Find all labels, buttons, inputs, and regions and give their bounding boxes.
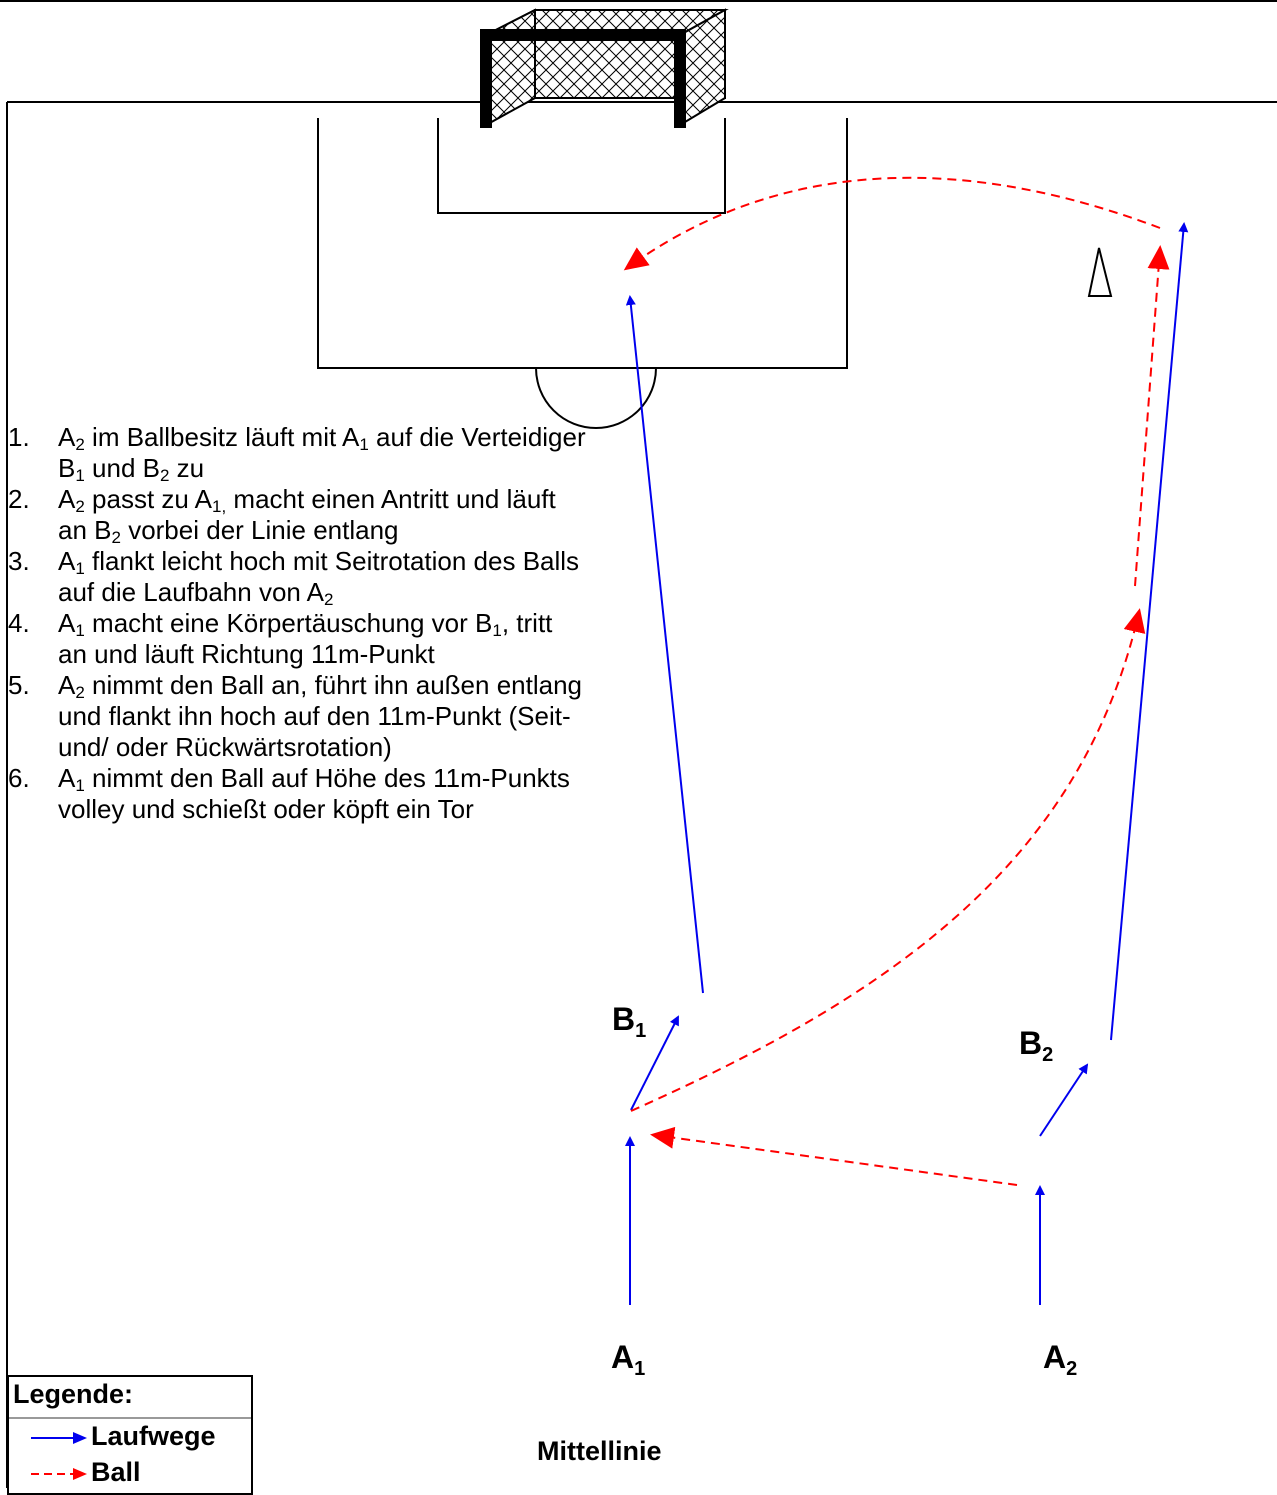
instruction-number: 5. <box>8 670 30 700</box>
legend-run-label: Laufwege <box>91 1421 216 1451</box>
subscript: 2 <box>324 590 334 609</box>
legend-title: Legende: <box>9 1377 251 1419</box>
instruction-text: im Ballbesitz läuft mit A <box>84 422 360 452</box>
cross-a1-to-a2 <box>630 608 1146 1112</box>
subscript: 1 <box>492 621 502 640</box>
instruction-item: 6. A1 nimmt den Ball auf Höhe des 11m-Pun… <box>8 763 588 825</box>
instruction-item: 5. A2 nimmt den Ball an, führt ihn außen … <box>8 670 588 763</box>
legend-box: Legende: Laufwege Ball <box>7 1375 253 1495</box>
player-label-b1: B1 <box>612 1001 647 1042</box>
red-dashed-arrow-icon <box>31 1468 87 1480</box>
run-a1-to-penalty-spot <box>625 295 704 994</box>
goal-icon <box>480 8 729 128</box>
instruction-number: 3. <box>8 546 30 576</box>
instruction-text: nimmt den Ball auf Höhe des 11m-Punkts v… <box>58 763 570 824</box>
instruction-number: 6. <box>8 763 30 793</box>
instruction-text: A <box>58 484 76 514</box>
instruction-text: nimmt den Ball an, führt ihn außen entla… <box>58 670 582 762</box>
instruction-text: , tritt an und läuft Richtung 11m-Punkt <box>58 608 553 669</box>
cross-a2-to-spot <box>623 176 1161 271</box>
run-a2-burst <box>1039 1063 1089 1137</box>
ball-paths <box>623 176 1170 1186</box>
penalty-arc <box>535 367 657 429</box>
run-a2-wing <box>1110 222 1189 1041</box>
instruction-number: 4. <box>8 608 30 638</box>
penalty-area <box>317 118 848 369</box>
run-paths <box>625 222 1189 1305</box>
ball-a2-wing <box>1134 245 1170 587</box>
run-a1-feint <box>630 1015 679 1111</box>
subscript: 1 <box>75 776 85 795</box>
instruction-text: flankt leicht hoch mit Seitrotation des … <box>58 546 580 607</box>
player-label-a1: A1 <box>611 1339 646 1380</box>
player-label-b2: B2 <box>1019 1025 1054 1066</box>
subscript: 2 <box>111 528 121 547</box>
subscript: 2 <box>75 683 85 702</box>
instruction-item: 4.A1 macht eine Körpertäuschung vor B1, … <box>8 608 588 670</box>
instruction-number: 1. <box>8 422 30 452</box>
instruction-item: 2.A2 passt zu A1, macht einen Antritt un… <box>8 484 588 546</box>
subscript: 1, <box>212 497 227 516</box>
subscript: 1 <box>75 621 85 640</box>
subscript: 2 <box>75 435 85 454</box>
blue-arrow-icon <box>31 1432 87 1444</box>
cone-icon <box>1087 247 1113 297</box>
instruction-text: passt zu A <box>84 484 212 514</box>
instruction-text: A <box>58 546 76 576</box>
instruction-number: 2. <box>8 484 30 514</box>
legend-ball-label: Ball <box>91 1457 141 1487</box>
instruction-text: macht eine Körpertäuschung vor B <box>84 608 493 638</box>
instruction-text: zu <box>169 453 205 483</box>
instruction-text: A <box>58 608 76 638</box>
instruction-item: 1.A2 im Ballbesitz läuft mit A1 auf die … <box>8 422 588 484</box>
subscript: 2 <box>75 497 85 516</box>
midline-label: Mittellinie <box>537 1436 662 1466</box>
subscript: 1 <box>359 435 369 454</box>
instruction-text: auf die Verteidiger B <box>58 422 586 483</box>
subscript: 1 <box>75 466 85 485</box>
subscript: 2 <box>159 466 170 485</box>
instructions-list: 1.A2 im Ballbesitz läuft mit A1 auf die … <box>8 422 588 825</box>
pass-a2-to-a1 <box>650 1126 1018 1186</box>
instruction-item: 3. A1 flankt leicht hoch mit Seitrotation… <box>8 546 588 608</box>
legend-run-row: Laufwege <box>9 1419 251 1455</box>
instruction-text: A <box>58 763 76 793</box>
instruction-text: A <box>58 422 76 452</box>
instruction-text: und B <box>84 453 160 483</box>
instruction-text: A <box>58 670 76 700</box>
player-label-a2: A2 <box>1043 1339 1078 1380</box>
instruction-text: vorbei der Linie entlang <box>120 515 399 545</box>
goal-area <box>437 118 726 214</box>
legend-ball-row: Ball <box>9 1455 251 1491</box>
subscript: 1 <box>75 559 85 578</box>
instruction-text: macht einen Antritt und läuft an B <box>58 484 556 545</box>
